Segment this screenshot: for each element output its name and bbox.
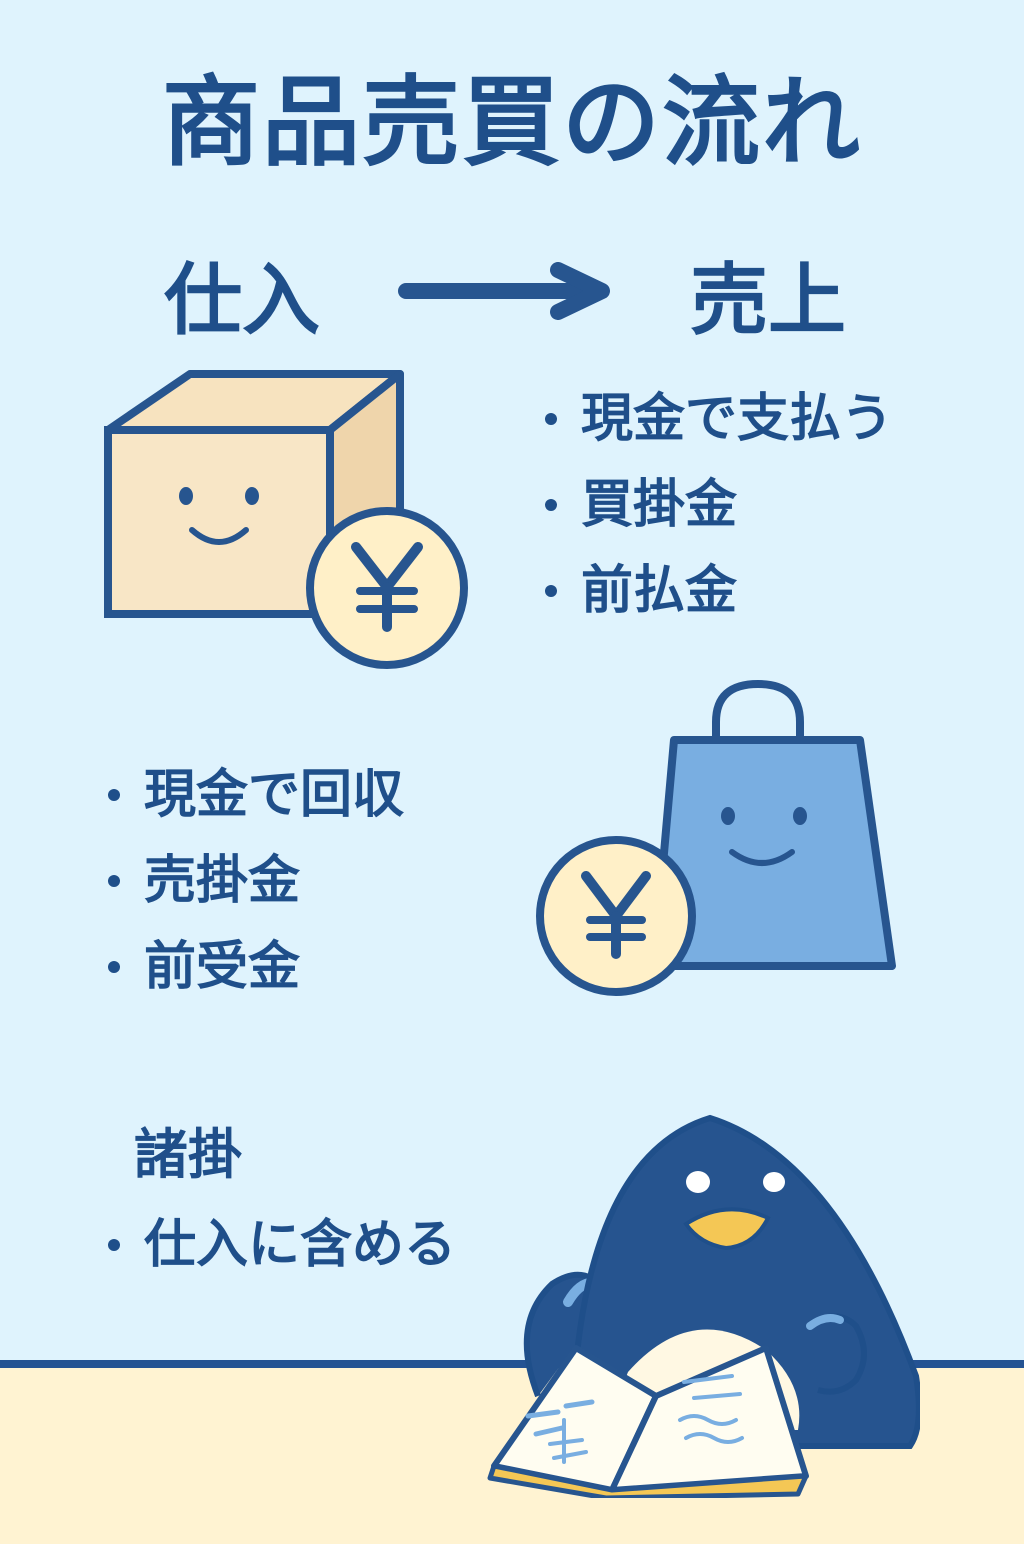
sales-method-item: 前受金 xyxy=(108,924,404,1010)
flow-left-label: 仕入 xyxy=(164,256,321,346)
sales-methods-list: 現金で回収 売掛金 前受金 xyxy=(108,752,404,1010)
sales-method-label: 売掛金 xyxy=(144,851,301,911)
bullet-icon xyxy=(108,875,120,887)
misc-heading: 諸掛 xyxy=(134,1123,242,1186)
purchase-method-label: 買掛金 xyxy=(581,475,738,535)
bullet-icon xyxy=(108,1239,120,1251)
misc-item: 仕入に含める xyxy=(108,1202,456,1288)
sales-method-item: 売掛金 xyxy=(108,838,404,924)
bullet-icon xyxy=(545,499,557,511)
right-arrow-icon xyxy=(398,262,610,320)
flow-right-label: 売上 xyxy=(690,256,847,346)
misc-item-label: 仕入に含める xyxy=(144,1215,457,1275)
bullet-icon xyxy=(545,585,557,597)
open-book-icon xyxy=(487,1345,809,1498)
purchase-method-item: 買掛金 xyxy=(545,462,893,548)
purchase-method-item: 前払金 xyxy=(545,548,893,634)
yen-coin-icon xyxy=(306,507,468,669)
sales-method-label: 前受金 xyxy=(144,937,301,997)
misc-list: 仕入に含める xyxy=(108,1202,456,1288)
bullet-icon xyxy=(545,413,557,425)
page-title: 商品売買の流れ xyxy=(161,66,862,180)
purchase-methods-list: 現金で支払う 買掛金 前払金 xyxy=(545,376,893,634)
bullet-icon xyxy=(108,961,120,973)
purchase-method-label: 前払金 xyxy=(581,561,738,621)
sales-method-label: 現金で回収 xyxy=(144,765,405,825)
sales-method-item: 現金で回収 xyxy=(108,752,404,838)
purchase-method-label: 現金で支払う xyxy=(581,389,894,449)
purchase-method-item: 現金で支払う xyxy=(545,376,893,462)
yen-coin-icon xyxy=(536,836,696,996)
bullet-icon xyxy=(108,789,120,801)
